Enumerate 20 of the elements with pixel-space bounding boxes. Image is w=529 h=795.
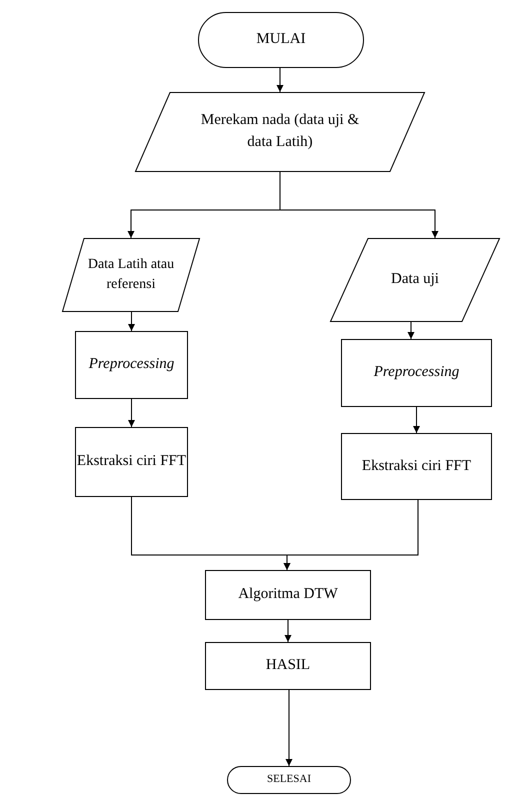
- node-label: Ekstraksi ciri FFT: [76, 452, 188, 472]
- node-label: Preprocessing: [374, 363, 460, 382]
- arrow: [276, 68, 284, 92]
- arrow: [128, 312, 135, 332]
- node-label: Data Latih atau referensi: [86, 256, 176, 294]
- arrow: [284, 620, 292, 642]
- node-label: Data uji: [390, 270, 440, 290]
- arrow: [280, 172, 438, 238]
- arrow: [408, 322, 414, 340]
- arrow: [284, 500, 418, 570]
- arrow: [286, 690, 292, 766]
- node-label: Merekam nada (data uji & data Latih): [200, 111, 360, 152]
- node-label: Preprocessing: [88, 355, 174, 374]
- arrow: [128, 398, 135, 428]
- node-label: MULAI: [256, 30, 306, 50]
- node-label: Algoritma DTW: [238, 585, 338, 604]
- node-label: SELESAI: [267, 772, 311, 788]
- node-label: HASIL: [266, 656, 310, 676]
- arrow: [413, 406, 420, 434]
- node-label: Ekstraksi ciri FFT: [362, 456, 472, 476]
